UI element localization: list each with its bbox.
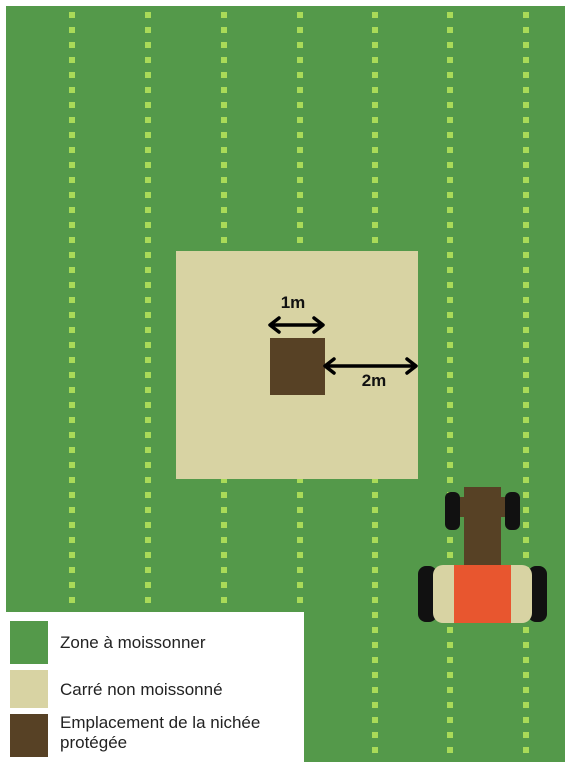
tractor-body [464,487,501,567]
nest-width-label: 1m [281,293,306,312]
tractor-front-right-wheel [505,492,520,530]
protected-nest [270,338,325,395]
legend-label-harvest-zone: Zone à moissonner [60,633,206,653]
legend-swatch-protected-nest [10,714,48,757]
buffer-distance-label: 2m [362,371,387,390]
tractor-cab [454,565,511,623]
legend-label-unharvested-square: Carré non moissonné [60,680,223,700]
legend-swatch-unharvested-square [10,670,48,708]
legend-swatch-harvest-zone [10,621,48,664]
legend-label-protected-nest: Emplacement de la nichée protégée [60,713,300,753]
tractor-front-left-wheel [445,492,460,530]
